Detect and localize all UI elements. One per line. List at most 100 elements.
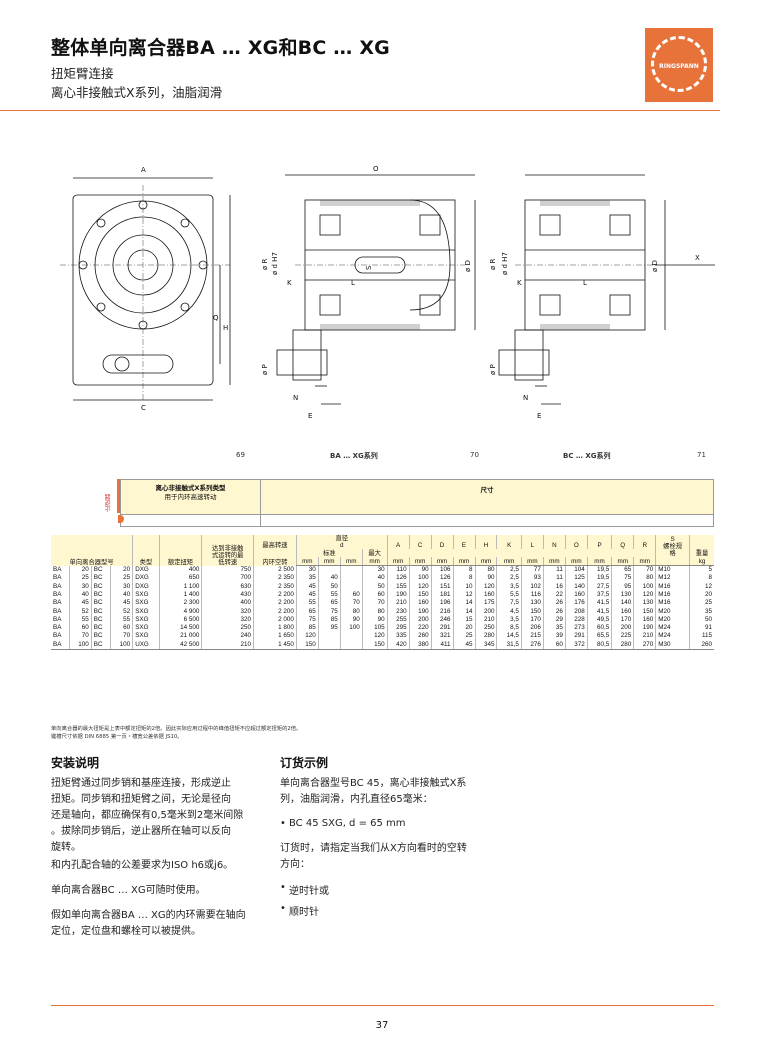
label-R-bc: ø R <box>489 258 497 270</box>
table-cell: 151 <box>430 582 454 591</box>
table-cell: 206 <box>520 624 544 633</box>
table-cell: BA <box>53 565 62 573</box>
table-cell: 65 <box>611 565 634 575</box>
table-cell: 250 <box>474 624 497 633</box>
table-cell: SXG <box>132 624 160 633</box>
table-cell: 90 <box>408 565 432 575</box>
table-cell: 20 <box>689 590 714 600</box>
table-cell: 155 <box>386 582 410 591</box>
table-cell: 80 <box>339 607 363 616</box>
label-L-ba: L <box>351 279 355 287</box>
table-cell: 750 <box>201 565 254 575</box>
table-cell <box>339 640 363 651</box>
table-cell: 40 <box>317 574 341 583</box>
th-E: E <box>452 535 475 549</box>
table-cell: 2 200 <box>253 607 297 616</box>
th-S-sub2: 格 <box>669 550 676 558</box>
table-cell: 276 <box>520 640 544 651</box>
table-cell: 1 650 <box>253 632 297 641</box>
page-title: 整体单向离合器BA … XG和BC … XG <box>51 37 390 59</box>
label-D-bc: ø D <box>651 260 659 272</box>
th-bore: 直径 d <box>295 535 388 549</box>
table-cell: 260 <box>689 640 714 651</box>
table-cell: 70 <box>633 565 656 575</box>
table-cell: 250 <box>201 624 254 633</box>
table-cell: 80 <box>633 574 656 583</box>
table-cell: 175 <box>474 599 497 608</box>
label-K-ba: K <box>287 279 292 287</box>
table-cell: 2 500 <box>253 565 297 575</box>
table-cell: BC <box>90 624 111 633</box>
table-cell: 200 <box>611 624 634 633</box>
table-cell <box>317 632 341 641</box>
table-cell: 1 400 <box>158 590 202 600</box>
table-cell: 4,5 <box>496 607 522 616</box>
table-cell: 8 <box>689 574 714 583</box>
table-cell: M24 <box>655 624 690 633</box>
table-cell: SXG <box>132 590 160 600</box>
table-cell: BC <box>90 599 111 608</box>
front-view-torque-pin <box>102 354 174 374</box>
table-cell: BA <box>51 640 70 651</box>
table-cell: 77 <box>520 565 544 575</box>
table-cell: 120 <box>408 582 432 591</box>
table-cell: 45 <box>110 599 133 608</box>
th-bore-std: 标准 <box>295 549 363 558</box>
order-p1-line: 列，油脂润滑，内孔直径65毫米： <box>280 794 433 805</box>
table-cell: 26 <box>542 607 566 616</box>
table-cell: 1 450 <box>253 640 297 651</box>
table-cell: 100 <box>408 574 432 583</box>
table-cell: 345 <box>474 640 497 651</box>
table-cell: 52 <box>110 607 133 616</box>
table-cell: 19,5 <box>586 565 612 575</box>
table-cell: 120 <box>295 632 319 641</box>
table-cell: M16 <box>655 590 690 600</box>
table-cell: 35 <box>542 624 566 633</box>
table-cell: 60 <box>361 590 388 600</box>
page-ref-mid: 70 <box>470 451 479 459</box>
table-cell: 40 <box>361 574 388 583</box>
table-cell: 230 <box>386 607 410 616</box>
table-cell: 80 <box>474 565 497 575</box>
install-paragraph-3: 单向离合器BC … XG可随时使用。 <box>51 885 206 896</box>
table-cell: 12 <box>689 582 714 591</box>
install-p4-line: 假如单向离合器BA … XG的内环需要在轴向 <box>51 910 246 921</box>
install-p1-line: 扭矩。同步销和扭矩臂之间，无论是径向 <box>51 794 231 805</box>
table-cell: 160 <box>611 607 634 616</box>
table-cell: 150 <box>295 640 319 651</box>
table-cell: 100 <box>68 640 92 651</box>
table-cell: BA <box>53 607 62 615</box>
table-cell <box>339 632 363 641</box>
table-cell: BA <box>53 582 62 590</box>
ringspann-logo: RINGSPANN <box>645 28 713 102</box>
table-cell: 280 <box>474 632 497 641</box>
table-cell: 116 <box>520 590 544 600</box>
type-header-line2: 用于内环高速转动 <box>164 493 217 501</box>
table-cell: BC <box>90 607 111 616</box>
th-lift-l1: 达到非接触 <box>211 544 244 552</box>
th-S-sub1: 螺栓规 <box>663 543 683 551</box>
label-N-ba: N <box>293 394 298 402</box>
size-column-header: 尺寸 <box>480 486 494 494</box>
th-L: L <box>520 535 544 549</box>
table-cell: 11 <box>542 574 566 583</box>
table-cell: 8 <box>452 574 475 583</box>
table-cell: 37,5 <box>586 590 612 600</box>
table-cell: 190 <box>408 607 432 616</box>
table-cell: 372 <box>564 640 588 651</box>
table-cell: 50 <box>361 582 388 591</box>
table-cell <box>317 640 341 651</box>
label-d-bc: ø d H7 <box>501 252 509 275</box>
table-cell: 11 <box>542 565 566 575</box>
table-cell: SXG <box>132 632 160 641</box>
table-cell: 14,5 <box>496 632 522 641</box>
table-cell: M20 <box>655 607 690 616</box>
table-cell: 55 <box>295 599 319 608</box>
table-cell: 320 <box>201 615 254 625</box>
th-lift-l3: 低转速 <box>218 558 238 566</box>
table-cell: SXG <box>132 607 160 616</box>
table-cell: 40 <box>68 590 92 600</box>
